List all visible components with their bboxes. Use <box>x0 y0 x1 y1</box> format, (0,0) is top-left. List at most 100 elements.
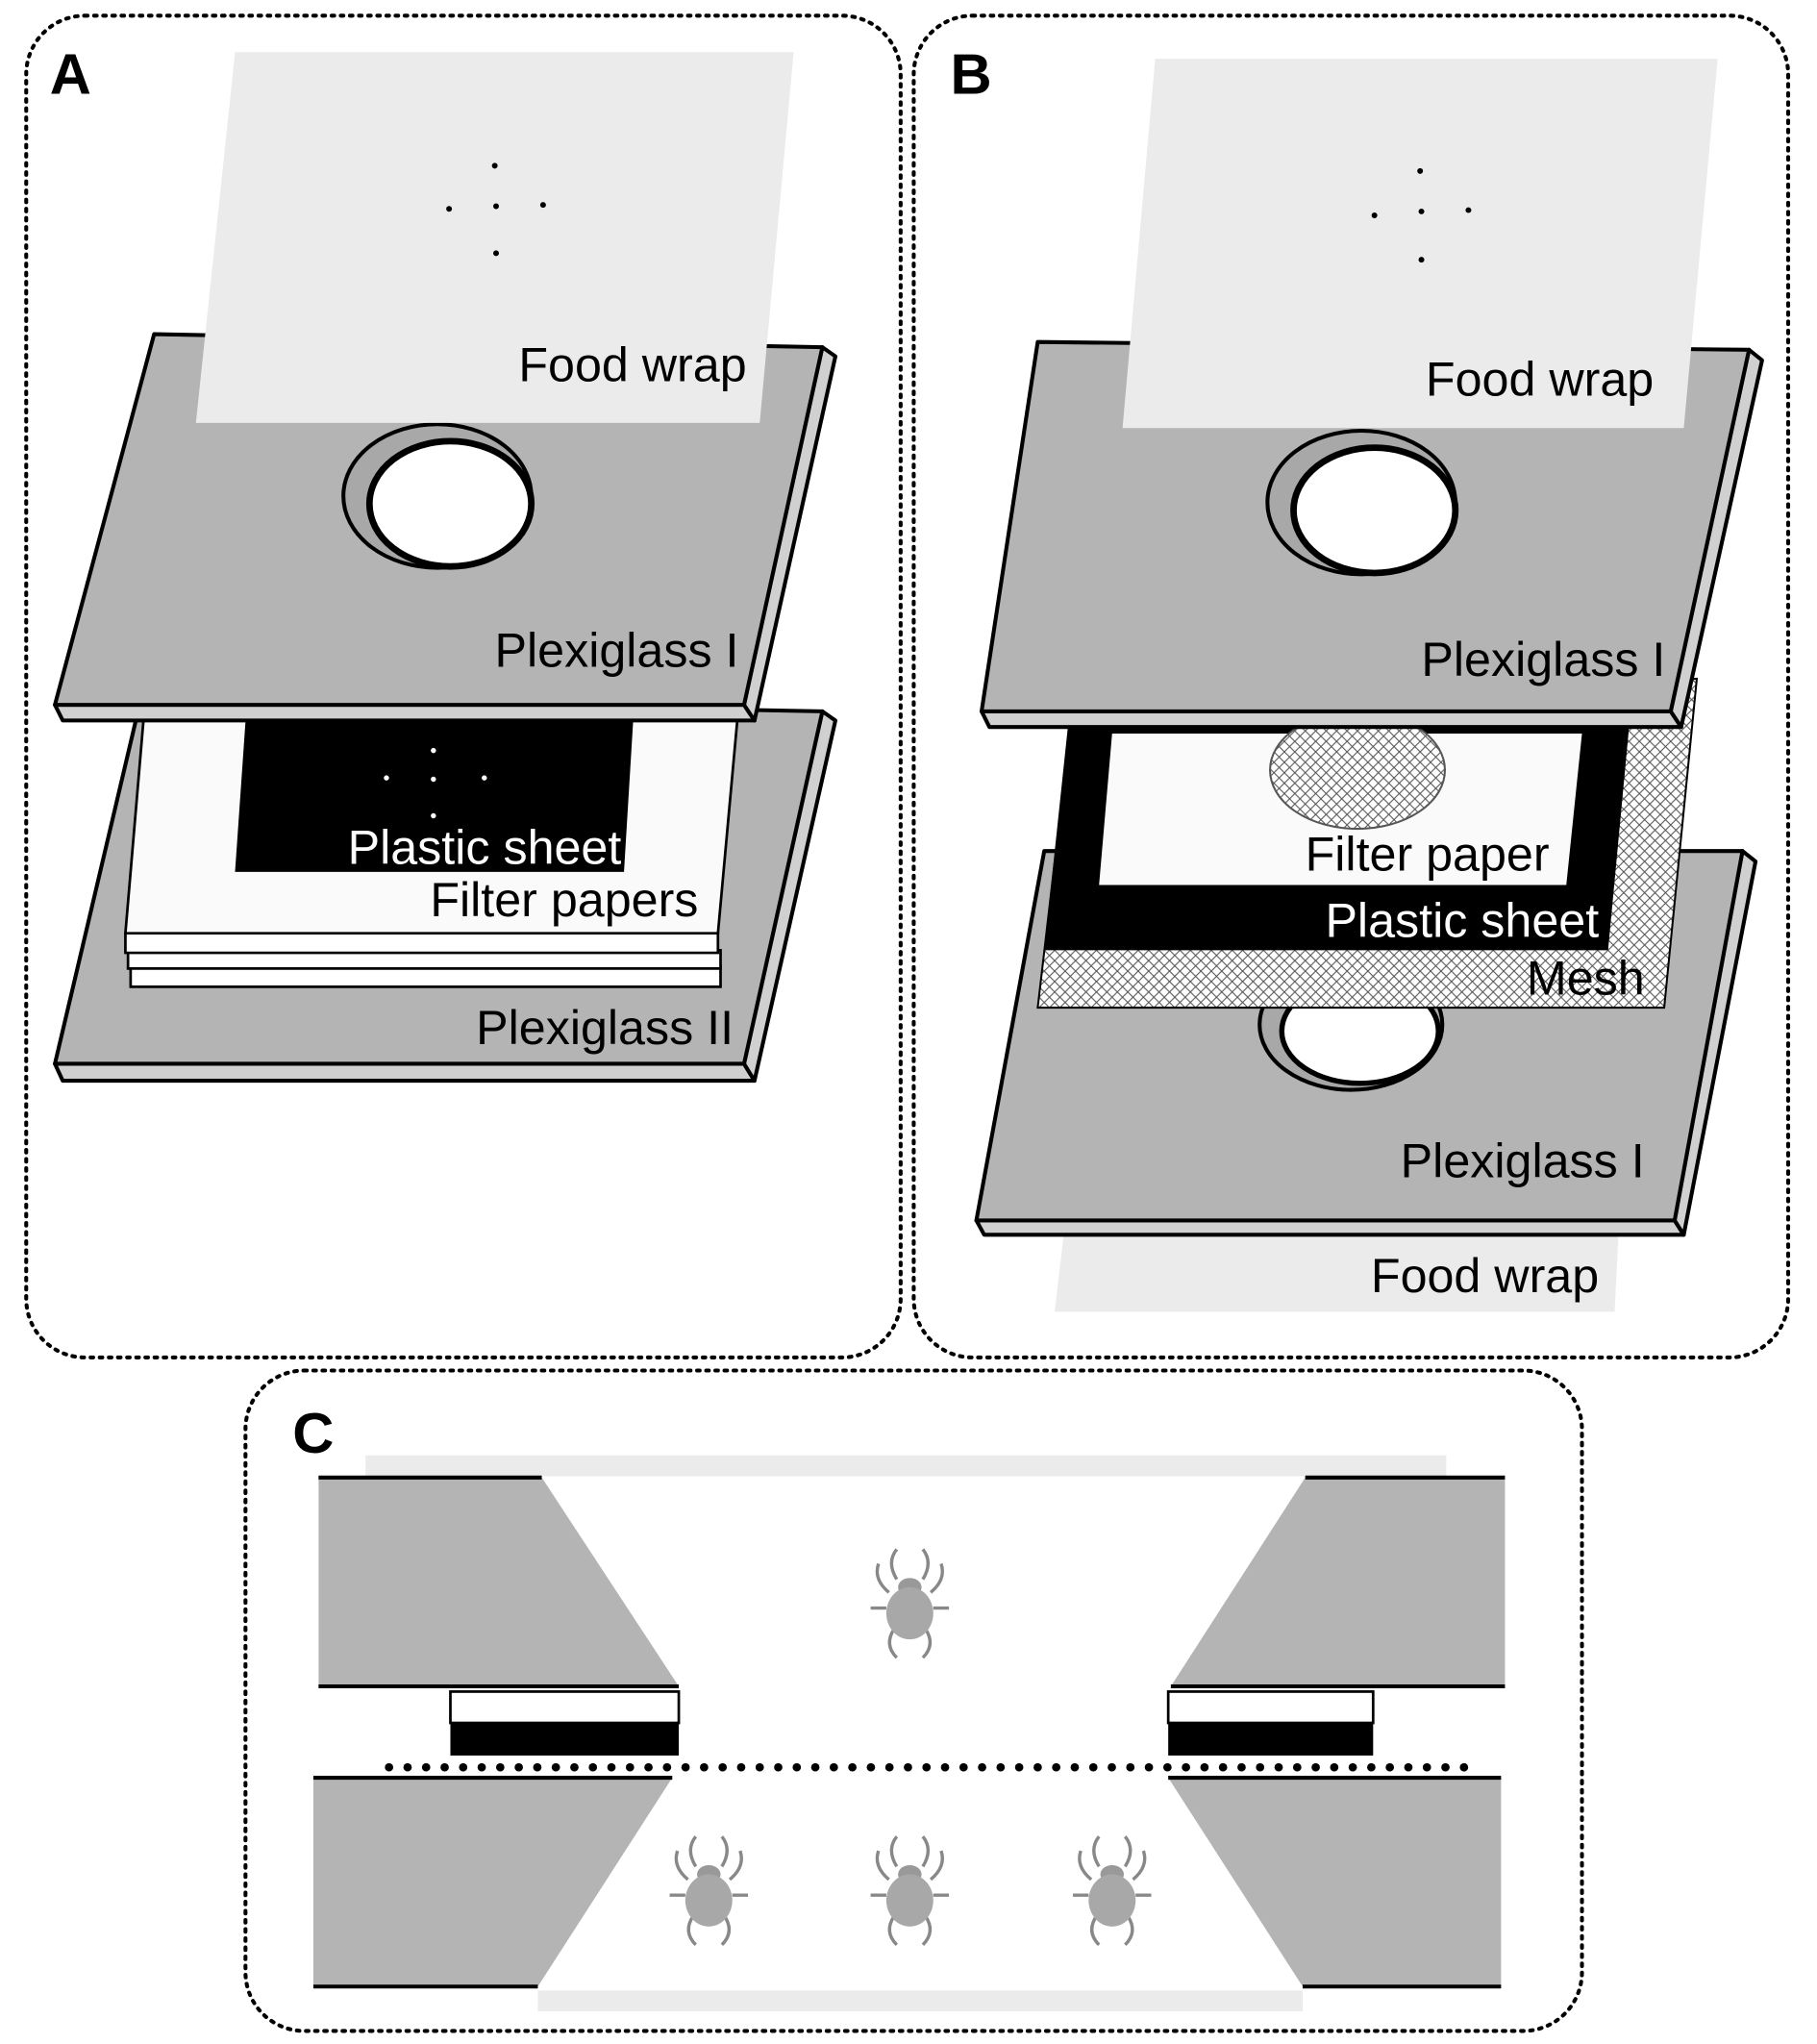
mesh-dot <box>1459 1762 1469 1772</box>
plastic-sheet-right <box>1168 1723 1374 1756</box>
mesh-dot <box>884 1762 894 1772</box>
mesh-dot <box>1088 1762 1098 1772</box>
mesh-dot <box>662 1762 672 1772</box>
mesh-dot <box>1126 1762 1135 1772</box>
mesh-dot <box>477 1762 486 1772</box>
label-plexiglass-i: Plexiglass I <box>495 624 739 678</box>
mesh-dot <box>1404 1762 1413 1772</box>
panel-a-frame <box>24 13 903 1359</box>
mesh-dot <box>718 1762 728 1772</box>
mesh-dot <box>551 1762 560 1772</box>
plexiglass-i-top-a <box>53 332 838 723</box>
food-wrap-holes <box>446 162 546 257</box>
mesh-dot <box>736 1762 746 1772</box>
plexiglass-upper-left <box>318 1477 680 1687</box>
mesh-dot <box>1070 1762 1080 1772</box>
mesh-dot <box>1200 1762 1209 1772</box>
mesh-dot <box>774 1762 783 1772</box>
mesh-dot <box>403 1762 412 1772</box>
mesh-dot <box>810 1762 820 1772</box>
plexiglass-upper-right <box>1170 1477 1506 1687</box>
mesh-dot <box>700 1762 709 1772</box>
filter-paper-left <box>449 1690 681 1725</box>
mesh-dot <box>755 1762 764 1772</box>
mesh-cross-section <box>385 1762 1469 1772</box>
panel-b-letter: B <box>950 42 991 107</box>
mesh-dot <box>848 1762 857 1772</box>
mesh-dot <box>978 1762 986 1772</box>
panel-c: C <box>243 1368 1584 2033</box>
mesh-dot <box>570 1762 579 1772</box>
mesh-dot <box>1274 1762 1283 1772</box>
label-food-wrap-bottom: Food wrap <box>1371 1249 1599 1303</box>
mesh-dot <box>1108 1762 1116 1772</box>
food-wrap-a <box>195 52 794 423</box>
label-plexiglass-i-top: Plexiglass I <box>1421 633 1665 686</box>
food-wrap-bottom-c <box>537 1990 1303 2012</box>
mite-lower-right <box>1071 1834 1154 1947</box>
mesh-dot <box>1256 1762 1265 1772</box>
mite-lower-left <box>667 1834 750 1947</box>
filter-paper-right <box>1166 1690 1375 1725</box>
label-plastic-sheet: Plastic sheet <box>348 821 622 875</box>
mesh-dot <box>1182 1762 1190 1772</box>
mesh-dot <box>940 1762 950 1772</box>
mesh-dot <box>1014 1762 1024 1772</box>
panel-a-letter: A <box>50 42 91 107</box>
mesh-dot <box>533 1762 542 1772</box>
mesh-dot <box>1292 1762 1302 1772</box>
mesh-dot <box>1237 1762 1246 1772</box>
mesh-dot <box>866 1762 876 1772</box>
panel-c-letter: C <box>292 1401 334 1465</box>
plexiglass-i-top-b <box>979 339 1764 730</box>
food-wrap-holes-b <box>1371 167 1472 263</box>
mesh-dot <box>1367 1762 1376 1772</box>
mesh-dot <box>1218 1762 1228 1772</box>
mesh-dot <box>996 1762 1006 1772</box>
label-plexiglass-i-bottom: Plexiglass I <box>1401 1134 1645 1188</box>
mesh-dot <box>607 1762 616 1772</box>
label-food-wrap-top: Food wrap <box>1426 352 1654 406</box>
mesh-dot <box>830 1762 838 1772</box>
label-plexiglass-ii: Plexiglass II <box>476 1001 734 1055</box>
plastic-sheet-left <box>450 1723 680 1756</box>
food-wrap-top-c <box>365 1455 1447 1477</box>
label-filter-papers: Filter papers <box>430 873 698 927</box>
food-wrap-bottom <box>1055 1233 1619 1312</box>
panel-c-frame <box>243 1368 1584 2033</box>
mesh-dot <box>1052 1762 1061 1772</box>
mesh-dot <box>792 1762 802 1772</box>
mite-lower-center <box>868 1834 951 1947</box>
mesh-dot <box>1422 1762 1431 1772</box>
mesh-dot <box>644 1762 653 1772</box>
mesh-dot <box>958 1762 968 1772</box>
label-plastic-sheet-b: Plastic sheet <box>1325 894 1599 948</box>
mesh-dot <box>681 1762 690 1772</box>
mesh-dot <box>1311 1762 1320 1772</box>
mesh-dot <box>1033 1762 1042 1772</box>
mesh-dot <box>514 1762 523 1772</box>
mesh-dot <box>588 1762 598 1772</box>
mesh-dot <box>459 1762 468 1772</box>
mesh-dot <box>440 1762 449 1772</box>
mesh-dot <box>1385 1762 1395 1772</box>
mesh-dot <box>385 1762 394 1772</box>
plastic-sheet-a <box>235 721 634 872</box>
label-food-wrap: Food wrap <box>518 337 746 391</box>
mesh-dot <box>1330 1762 1339 1772</box>
panel-a: A Food wrap Plexiglass I Pl <box>24 13 903 1359</box>
plexiglass-lower-left <box>312 1778 673 1987</box>
mite-upper <box>868 1547 951 1659</box>
food-wrap-top-b <box>1122 59 1718 429</box>
label-mesh: Mesh <box>1527 951 1645 1005</box>
mesh-dot <box>1144 1762 1154 1772</box>
label-filter-paper: Filter paper <box>1306 828 1550 882</box>
mesh-dot <box>625 1762 635 1772</box>
panel-b-frame <box>911 13 1791 1359</box>
mesh-dot <box>495 1762 505 1772</box>
panel-b: B Food wrap Plexiglass I Filter paper Pl… <box>911 13 1791 1359</box>
mesh-dot <box>1163 1762 1172 1772</box>
mesh-dot <box>1348 1762 1357 1772</box>
mesh-dot <box>922 1762 932 1772</box>
